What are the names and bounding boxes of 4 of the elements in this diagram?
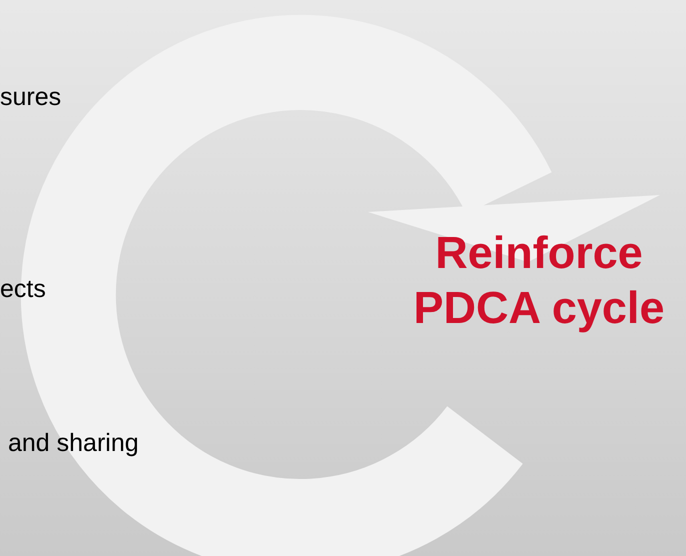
heading-text: Reinforce PDCA cycle <box>412 226 666 335</box>
list-item-text: ects <box>0 276 46 304</box>
list-item-text: and sharing <box>8 430 139 458</box>
list-item-text: sures <box>0 84 62 112</box>
